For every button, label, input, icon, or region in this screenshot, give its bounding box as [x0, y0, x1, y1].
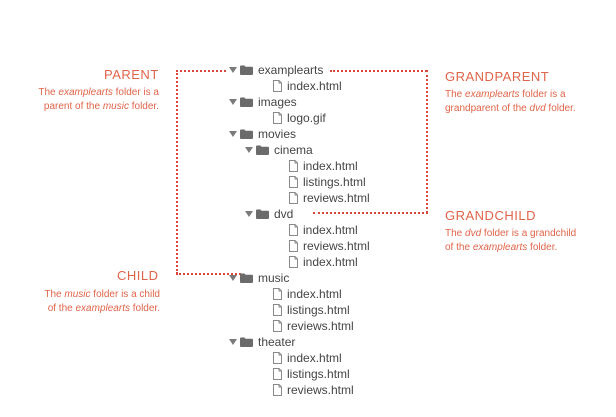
folder-name: music [258, 271, 290, 285]
file-icon [289, 192, 298, 204]
file-icon [273, 288, 282, 300]
file-name: listings.html [287, 303, 350, 317]
expand-triangle-icon[interactable] [229, 338, 237, 346]
grandchild-desc-line1: The dvd folder is a grandchild [445, 228, 577, 239]
file-icon [289, 176, 298, 188]
file-name: listings.html [303, 175, 366, 189]
file-row[interactable]: reviews.html [273, 382, 354, 398]
parent-connector-top [176, 70, 226, 72]
file-name: index.html [303, 223, 358, 237]
file-name: logo.gif [287, 111, 326, 125]
expand-triangle-icon[interactable] [245, 146, 253, 154]
folder-name: dvd [274, 207, 294, 221]
expand-triangle-icon[interactable] [229, 66, 237, 74]
file-name: index.html [303, 159, 358, 173]
file-row[interactable]: index.html [273, 286, 342, 302]
parent-connector-left [176, 70, 178, 274]
folder-icon [240, 337, 253, 347]
file-name: reviews.html [303, 239, 370, 253]
grandparent-connector-top [330, 70, 427, 72]
file-name: listings.html [287, 367, 350, 381]
folder-row[interactable]: dvd [245, 206, 293, 222]
file-name: reviews.html [287, 319, 354, 333]
parent-desc-line2: parent of the music folder. [43, 101, 159, 112]
child-connector-bottom [176, 273, 241, 275]
grandchild-label-title: GRANDCHILD [445, 208, 536, 223]
file-name: index.html [287, 287, 342, 301]
expand-triangle-icon[interactable] [229, 98, 237, 106]
folder-name: cinema [274, 143, 313, 157]
folder-name: movies [258, 127, 297, 141]
file-icon [289, 224, 298, 236]
folder-row[interactable]: theater [229, 334, 295, 350]
folder-icon [240, 65, 253, 75]
file-row[interactable]: index.html [273, 78, 342, 94]
file-row[interactable]: logo.gif [273, 110, 326, 126]
file-icon [273, 80, 282, 92]
folder-row[interactable]: images [229, 94, 297, 110]
folder-icon [256, 209, 269, 219]
folder-name: examplearts [258, 63, 324, 77]
file-name: reviews.html [287, 383, 354, 397]
file-row[interactable]: index.html [289, 254, 358, 270]
file-icon [289, 256, 298, 268]
folder-icon [240, 129, 253, 139]
file-row[interactable]: reviews.html [289, 238, 370, 254]
file-icon [273, 352, 282, 364]
grandparent-label-desc: The examplearts folder is a grandparent … [445, 88, 605, 116]
folder-icon [240, 273, 253, 283]
folder-row[interactable]: examplearts [229, 62, 323, 78]
file-icon [273, 320, 282, 332]
folder-row[interactable]: movies [229, 126, 296, 142]
file-row[interactable]: index.html [289, 158, 358, 174]
expand-triangle-icon[interactable] [245, 210, 253, 218]
folder-name: images [258, 95, 297, 109]
folder-row[interactable]: music [229, 270, 289, 286]
grandchild-connector-bottom [313, 212, 428, 214]
file-row[interactable]: reviews.html [289, 190, 370, 206]
file-icon [273, 368, 282, 380]
child-label-desc: The music folder is a child of the examp… [20, 288, 160, 316]
file-icon [289, 240, 298, 252]
file-name: reviews.html [303, 191, 370, 205]
child-desc-line1: The music folder is a child [44, 289, 160, 300]
parent-label-desc: The examplearts folder is a parent of th… [30, 86, 159, 114]
file-row[interactable]: index.html [273, 350, 342, 366]
expand-triangle-icon[interactable] [229, 274, 237, 282]
folder-icon [240, 97, 253, 107]
child-desc-line2: of the examplearts folder. [47, 303, 160, 314]
file-icon [273, 384, 282, 396]
file-row[interactable]: listings.html [289, 174, 366, 190]
file-icon [273, 304, 282, 316]
file-row[interactable]: index.html [289, 222, 358, 238]
grandparent-desc-line2: grandparent of the dvd folder. [445, 103, 576, 114]
grandparent-desc-line1: The examplearts folder is a [445, 89, 566, 100]
file-icon [273, 112, 282, 124]
folder-icon [256, 145, 269, 155]
parent-label-title: PARENT [104, 67, 159, 82]
expand-triangle-icon[interactable] [229, 130, 237, 138]
file-name: index.html [303, 255, 358, 269]
grandparent-connector-right [426, 70, 428, 213]
grandchild-desc-line2: of the examplearts folder. [445, 242, 558, 253]
folder-name: theater [258, 335, 296, 349]
file-row[interactable]: listings.html [273, 302, 350, 318]
file-icon [289, 160, 298, 172]
file-row[interactable]: listings.html [273, 366, 350, 382]
file-name: index.html [287, 351, 342, 365]
folder-row[interactable]: cinema [245, 142, 313, 158]
grandparent-label-title: GRANDPARENT [445, 69, 550, 84]
parent-desc-line1: The examplearts folder is a [38, 87, 159, 98]
file-name: index.html [287, 79, 342, 93]
grandchild-label-desc: The dvd folder is a grandchild of the ex… [445, 227, 605, 255]
file-row[interactable]: reviews.html [273, 318, 354, 334]
child-label-title: CHILD [117, 268, 159, 283]
